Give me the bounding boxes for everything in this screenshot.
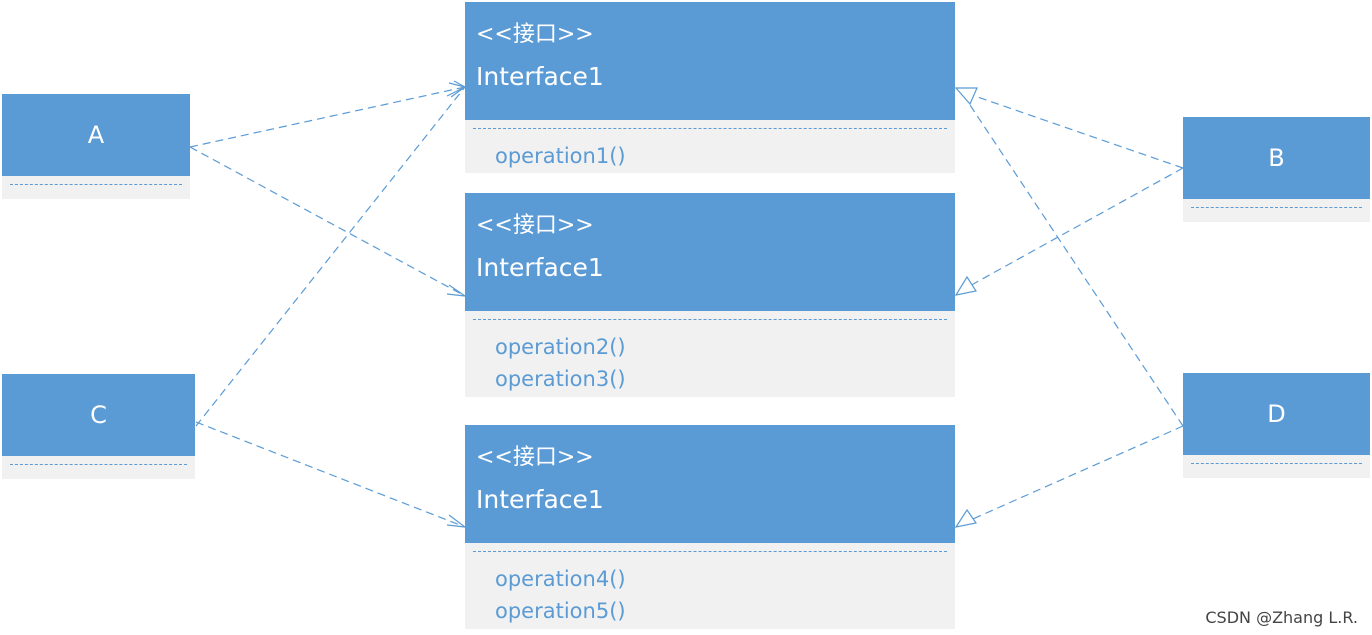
interface-body: operation4() operation5(): [465, 543, 955, 629]
open-arrowhead: [446, 284, 466, 297]
class-d-header: D: [1183, 373, 1370, 455]
class-d-body: [1183, 455, 1370, 478]
separator-line: [473, 319, 947, 320]
dependency-a-interface1: [189, 86, 466, 148]
operation-item: operation4(): [495, 567, 626, 591]
interface-header: <<接口>> Interface1: [465, 2, 955, 120]
class-name: A: [87, 121, 105, 149]
realization-triangle: [954, 275, 977, 296]
class-a-box[interactable]: A: [2, 94, 190, 199]
operation-item: operation1(): [495, 144, 626, 168]
class-a-header: A: [2, 94, 190, 176]
separator-line: [10, 464, 187, 465]
interface-name: Interface1: [476, 485, 604, 514]
separator-line: [10, 184, 182, 185]
realization-d-interface1: [963, 95, 1184, 427]
stereotype-label: <<接口>>: [476, 445, 594, 470]
realization-triangle: [954, 87, 978, 106]
class-c-header: C: [2, 374, 195, 456]
class-b-box[interactable]: B: [1183, 117, 1370, 222]
realization-d-interface3: [965, 425, 1184, 523]
class-c-body: [2, 456, 195, 479]
separator-line: [1191, 207, 1362, 208]
operations-list: operation1(): [495, 140, 626, 172]
operation-item: operation2(): [495, 335, 626, 359]
class-c-box[interactable]: C: [2, 374, 195, 479]
class-d-box[interactable]: D: [1183, 373, 1370, 478]
interface-body: operation2() operation3(): [465, 311, 955, 397]
stereotype-label: <<接口>>: [476, 22, 594, 47]
interface-box-1[interactable]: <<接口>> Interface1 operation1(): [465, 2, 955, 173]
interface-box-3[interactable]: <<接口>> Interface1 operation4() operation…: [465, 425, 955, 629]
operations-list: operation4() operation5(): [495, 563, 626, 627]
class-name: C: [90, 401, 107, 429]
interface-box-2[interactable]: <<接口>> Interface1 operation2() operation…: [465, 193, 955, 397]
operations-list: operation2() operation3(): [495, 331, 626, 395]
open-arrowhead: [446, 514, 468, 528]
interface-header: <<接口>> Interface1: [465, 425, 955, 543]
interface-name: Interface1: [476, 62, 604, 91]
dependency-c-interface3: [195, 421, 466, 528]
separator-line: [473, 128, 947, 129]
realization-b-interface1: [965, 92, 1184, 169]
stereotype-label: <<接口>>: [476, 213, 594, 238]
class-name: B: [1268, 144, 1285, 172]
dependency-c-interface1: [195, 86, 466, 427]
operation-item: operation3(): [495, 367, 626, 391]
dependency-a-interface2: [189, 146, 466, 297]
class-b-header: B: [1183, 117, 1370, 199]
class-name: D: [1267, 400, 1286, 428]
realization-b-interface2: [965, 167, 1184, 289]
interface-header: <<接口>> Interface1: [465, 193, 955, 311]
class-b-body: [1183, 199, 1370, 222]
interface-name: Interface1: [476, 253, 604, 282]
separator-line: [1191, 463, 1362, 464]
operation-item: operation5(): [495, 599, 626, 623]
watermark: CSDN @Zhang L.R.: [1205, 608, 1358, 627]
class-a-body: [2, 176, 190, 199]
separator-line: [473, 551, 947, 552]
interface-body: operation1(): [465, 120, 955, 173]
realization-triangle: [954, 508, 978, 528]
